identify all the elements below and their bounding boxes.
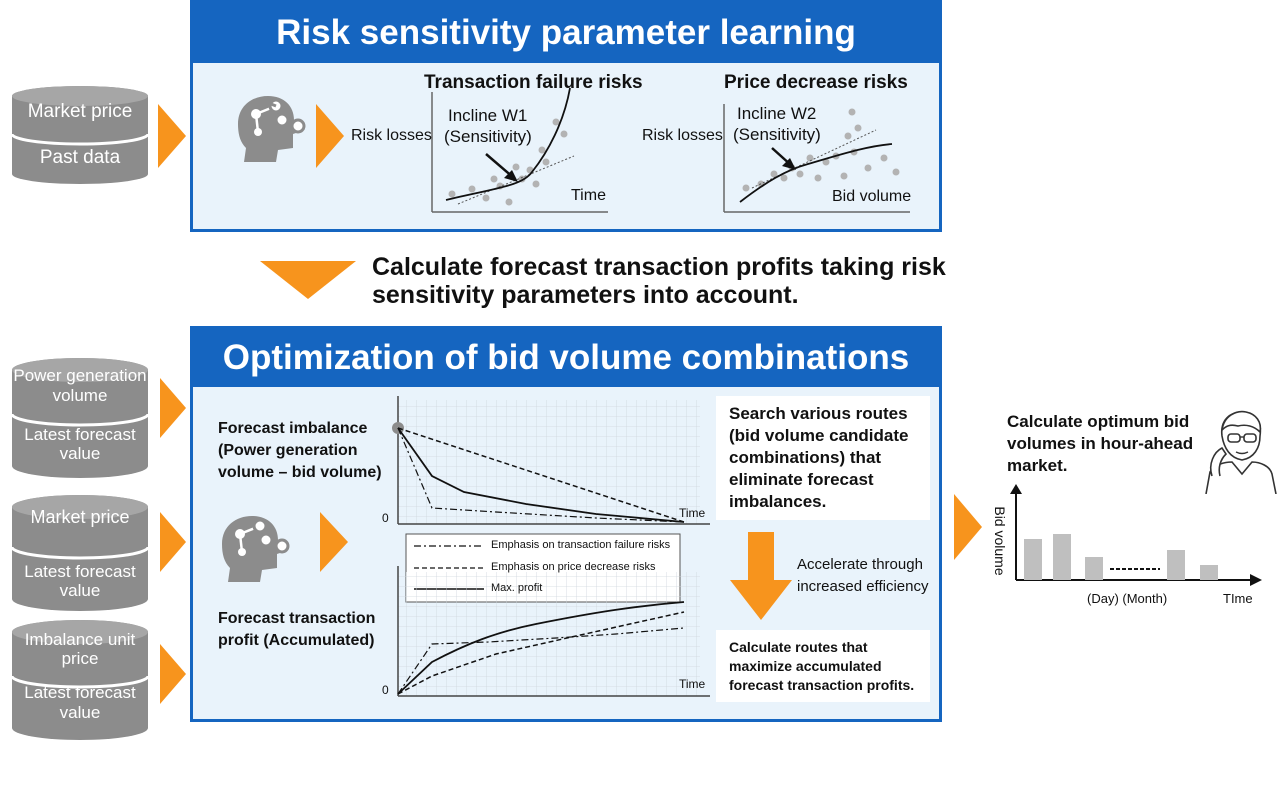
left-chart-annotation-2: (Sensitivity) <box>444 127 532 146</box>
result-heading-1: Calculate optimum bid <box>1007 412 1190 431</box>
db1-bottom-1: Latest forecast <box>24 425 136 444</box>
legend-failure-label: Emphasis on transaction failure risks <box>491 539 671 551</box>
optimization-diagram <box>222 396 930 702</box>
search-text-1: Search various routes <box>729 404 908 423</box>
left-chart-title: Transaction failure risks <box>424 72 643 93</box>
database-label-market-price: Market price <box>27 101 133 122</box>
imbalance-label-1: Forecast imbalance <box>218 420 368 437</box>
bid-bar <box>1167 550 1185 580</box>
database-label-past-data: Past data <box>39 147 121 168</box>
middle-step-line2: sensitivity parameters into account. <box>372 281 799 309</box>
legend-max-label: Max. profit <box>491 582 543 594</box>
imbalance-label-3: volume – bid volume) <box>218 464 382 481</box>
right-chart-annotation-1: Incline W2 <box>737 104 817 123</box>
transaction-failure-chart <box>431 87 608 213</box>
imbalance-axis-zero: 0 <box>382 511 389 525</box>
db3-bottom-1: Latest forecast <box>24 683 136 702</box>
db2-bottom-1: Latest forecast <box>24 562 136 581</box>
analyst-person-icon <box>1205 410 1277 494</box>
left-chart-ylabel: Risk losses <box>351 127 432 144</box>
imbalance-label-2: (Power generation <box>218 442 358 459</box>
right-chart-annotation-2: (Sensitivity) <box>733 125 821 144</box>
bid-bar <box>1200 565 1218 580</box>
market-past-data-database-icon <box>10 86 150 184</box>
accelerate-text-1: Accelerate through <box>797 556 923 573</box>
right-chart-ylabel: Risk losses <box>642 127 723 144</box>
search-text-4: eliminate forecast <box>729 470 874 489</box>
imbalance-axis-time: Time <box>679 506 706 520</box>
price-decrease-chart <box>723 104 910 213</box>
search-text-2: (bid volume candidate <box>729 426 909 445</box>
result-ylabel: Bid volume <box>992 506 1008 576</box>
maximize-text-1: Calculate routes that <box>729 639 868 655</box>
risk-learning-diagram <box>238 87 910 213</box>
search-text-5: imbalances. <box>729 492 827 511</box>
db1-bottom-2: value <box>59 444 101 463</box>
right-chart-title: Price decrease risks <box>724 72 908 93</box>
arrow-down-icon <box>260 261 356 299</box>
search-routes-box <box>716 396 930 520</box>
forecast-imbalance-chart <box>392 396 710 525</box>
result-xlabel-periods: (Day) (Month) <box>1087 591 1168 606</box>
maximize-text-3: forecast transaction profits. <box>729 677 915 693</box>
power-generation-database-icon <box>10 358 150 478</box>
search-text-3: combinations) that <box>729 448 882 467</box>
arrow-right-icon <box>954 494 982 560</box>
db2-top-1: Market price <box>30 507 130 527</box>
db1-top-2: volume <box>52 386 108 405</box>
market-price-database-icon <box>10 495 150 611</box>
db3-bottom-2: value <box>59 703 101 722</box>
profit-label-2: profit (Accumulated) <box>218 632 375 649</box>
profit-axis-time: Time <box>679 677 706 691</box>
maximize-routes-box <box>716 630 930 702</box>
profit-axis-zero: 0 <box>382 683 389 697</box>
arrow-right-icon <box>160 644 186 704</box>
ai-head-icon <box>238 96 306 162</box>
bid-bar <box>1053 534 1071 580</box>
risk-learning-panel: Risk sensitivity parameter learning <box>190 0 942 232</box>
db1-top-1: Power generation <box>13 366 147 385</box>
imbalance-price-database-icon <box>10 620 150 740</box>
optimization-title: Optimization of bid volume combinations <box>193 329 939 387</box>
db3-top-1: Imbalance unit <box>24 630 136 649</box>
left-chart-xlabel: Time <box>571 187 606 204</box>
bid-bar <box>1085 557 1103 580</box>
arrow-right-icon <box>320 512 348 572</box>
profit-label-1: Forecast transaction <box>218 610 376 627</box>
accelerate-text-2: increased efficiency <box>797 578 929 595</box>
middle-step-line1: Calculate forecast transaction profits t… <box>372 253 946 281</box>
bid-bar <box>1024 539 1042 580</box>
result-xlabel-time: TIme <box>1223 591 1253 606</box>
arrow-right-icon <box>316 104 344 168</box>
ai-head-icon <box>222 516 290 582</box>
arrow-down-icon <box>730 532 792 620</box>
risk-learning-title: Risk sensitivity parameter learning <box>193 3 939 63</box>
legend-price-label: Emphasis on price decrease risks <box>491 561 656 573</box>
result-heading-2: volumes in hour-ahead <box>1007 434 1194 453</box>
arrow-right-icon <box>160 378 186 438</box>
arrow-right-icon <box>160 512 186 572</box>
forecast-profit-chart <box>397 566 710 697</box>
db3-top-2: price <box>61 649 99 668</box>
bid-volume-chart <box>1010 484 1262 586</box>
result-heading-3: market. <box>1007 456 1068 475</box>
right-chart-xlabel: Bid volume <box>832 188 912 205</box>
arrow-right-icon <box>158 104 186 168</box>
db2-bottom-2: value <box>59 581 101 600</box>
maximize-text-2: maximize accumulated <box>729 658 882 674</box>
left-chart-annotation-1: Incline W1 <box>448 106 528 125</box>
